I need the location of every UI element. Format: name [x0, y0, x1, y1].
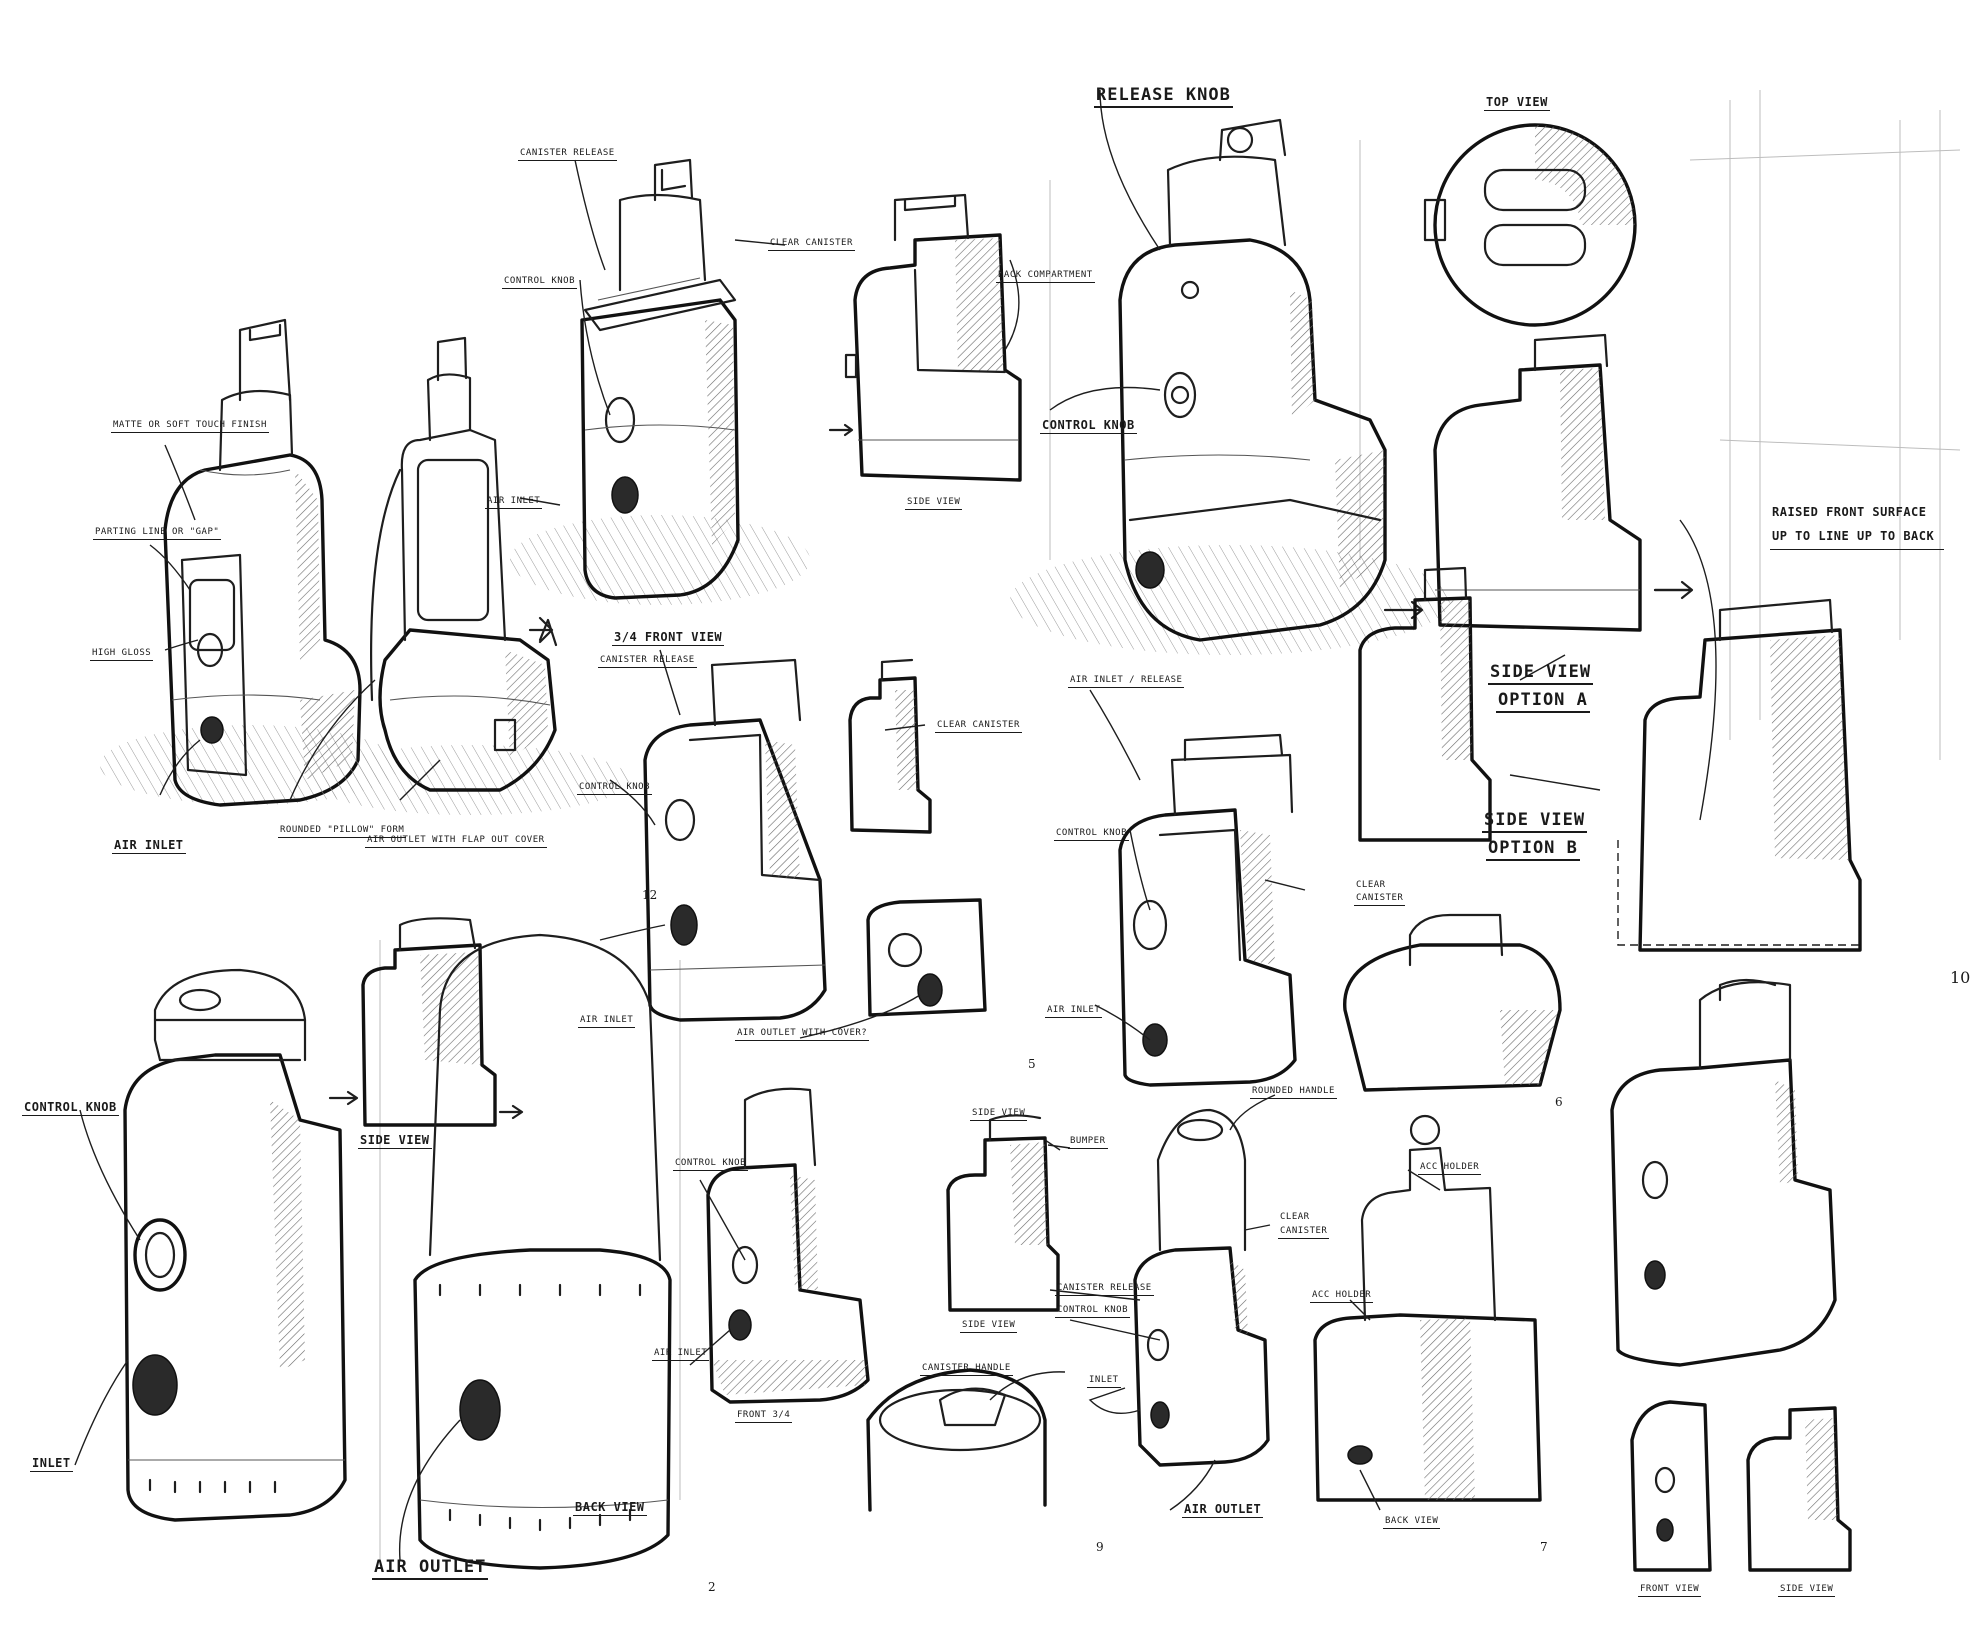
label-inlet-2: Inlet: [1087, 1375, 1121, 1388]
sketch-canister-handle: [866, 1368, 1047, 1512]
label-back-view-2: Back View: [1383, 1516, 1441, 1529]
page-number-5: 5: [1028, 1057, 1036, 1071]
label-side-view-3: Side View: [970, 1108, 1028, 1121]
sketch-rounded-handle-unit: [1133, 1108, 1270, 1467]
construction-lines: [379, 90, 1961, 1560]
label-air-inlet-4: Air Inlet: [1045, 1005, 1103, 1018]
label-air-outlet-big: Air Outlet: [372, 1557, 489, 1580]
sketch-side-option-b: [1358, 566, 1862, 952]
label-acc-holder-2: Acc Holder: [1310, 1290, 1374, 1303]
label-three-quarter-front: 3/4 Front View: [612, 630, 725, 646]
label-inlet-1: Inlet: [30, 1456, 73, 1472]
label-canister-release-3: Canister Release: [1055, 1283, 1154, 1296]
label-air-outlet-flap: Air Outlet with flap out cover: [365, 835, 547, 848]
label-air-inlet-5: Air Inlet: [652, 1348, 710, 1361]
label-air-outlet-2: Air Outlet: [1182, 1502, 1264, 1518]
sketch-unit-bottom-left: [123, 968, 347, 1522]
label-rounded-pillow: Rounded "pillow" form: [278, 825, 407, 838]
label-top-view: Top View: [1484, 95, 1550, 111]
sketch-side-view-bumper: [946, 1114, 1060, 1312]
sketch-front-three-quarter-small: [706, 1087, 870, 1404]
label-high-gloss: High Gloss: [90, 648, 154, 661]
label-air-inlet-2: Air Inlet: [485, 496, 543, 509]
label-air-outlet-cover: Air outlet with cover?: [735, 1028, 870, 1041]
sketch-side-view-small: [328, 917, 524, 1127]
label-clear-canister-3b: Canister: [1354, 893, 1406, 906]
label-air-inlet-1: Air Inlet: [112, 838, 186, 854]
label-side-view-5: Side View: [1778, 1584, 1836, 1597]
label-matte-finish: Matte or soft touch finish: [111, 420, 269, 433]
sketch-unit-5: [1010, 118, 1450, 655]
vent-dots-3: [438, 1283, 642, 1297]
sketch-unit-bottom-right: [1610, 978, 1837, 1367]
label-side-view-option-a-1: Side View: [1488, 662, 1594, 685]
page-number-6: 6: [1555, 1095, 1563, 1109]
sketch-unit-1: [100, 318, 400, 807]
label-canister-handle: Canister Handle: [920, 1363, 1013, 1376]
label-clear-canister-1: Clear Canister: [768, 238, 855, 251]
label-parting-line: Parting line or "gap": [93, 527, 222, 540]
label-control-knob-6: Control Knob: [673, 1158, 749, 1171]
page-number-7: 7: [1540, 1540, 1548, 1554]
sketch-three-quarter-front: [643, 658, 827, 1022]
label-air-inlet-3: Air Inlet: [578, 1015, 636, 1028]
vent-dots-2: [448, 1508, 632, 1532]
label-canister-release-2: Canister release: [598, 655, 697, 668]
label-front-view: Front View: [1638, 1584, 1702, 1597]
label-air-inlet-release: Air Inlet / Release: [1068, 675, 1185, 688]
label-clear-canister-3a: Clear: [1356, 880, 1386, 890]
label-release-knob: Release Knob: [1094, 85, 1233, 108]
label-control-knob-2: Control Knob: [1040, 418, 1137, 434]
label-acc-holder-1: Acc Holder: [1418, 1162, 1482, 1175]
sketch-back-view-cylinder: [413, 933, 672, 1570]
page-number-10: 10: [1950, 968, 1971, 987]
label-side-view-option-b-2: Option B: [1486, 838, 1580, 861]
label-control-knob-7: Control Knob: [1055, 1305, 1131, 1318]
page-number-2: 2: [708, 1580, 716, 1594]
label-back-view-1: Back View: [573, 1500, 647, 1516]
label-control-knob-5: Control Knob: [22, 1100, 119, 1116]
label-raised-front: Raised front surface up to line up to ba…: [1770, 500, 1944, 550]
sketch-unit-3: [510, 158, 810, 605]
page-number-9: 9: [1096, 1540, 1104, 1554]
label-control-knob-1: Control Knob: [502, 276, 578, 289]
label-side-view-4: Side View: [960, 1320, 1018, 1333]
label-side-view-option-b-1: Side View: [1482, 810, 1588, 833]
sketch-unit-center-right: [1118, 733, 1297, 1087]
sketch-canister-lid: [1343, 913, 1562, 1092]
label-side-view-1: Side View: [905, 497, 963, 510]
sketch-front-side-small: [1630, 1400, 1852, 1572]
label-clear-canister-4b: Canister: [1278, 1226, 1330, 1239]
label-control-knob-3: Control Knob: [577, 782, 653, 795]
label-front-three-quarter: Front 3/4: [735, 1410, 793, 1423]
label-bumper: Bumper: [1068, 1136, 1108, 1149]
label-clear-canister-2: Clear Canister: [935, 720, 1022, 733]
label-back-compartment: Back compartment: [996, 270, 1095, 283]
vent-dots: [148, 1478, 277, 1494]
label-clear-canister-4a: Clear: [1280, 1212, 1310, 1222]
label-side-view-2: Side View: [358, 1133, 432, 1149]
sketch-unit-2: [310, 336, 630, 815]
label-canister-release-1: Canister Release: [518, 148, 617, 161]
sketch-unit-4: [828, 193, 1022, 482]
sketch-small-side: [848, 658, 987, 1017]
sketch-back-view-acc: [1313, 1114, 1542, 1502]
direction-arrows: [528, 588, 1692, 644]
sketch-top-view: [1423, 123, 1637, 327]
label-rounded-handle: Rounded Handle: [1250, 1086, 1337, 1099]
label-control-knob-4: Control Knob: [1054, 828, 1130, 841]
label-side-view-option-a-2: Option A: [1496, 690, 1590, 713]
page-number-12: 12: [642, 888, 658, 902]
